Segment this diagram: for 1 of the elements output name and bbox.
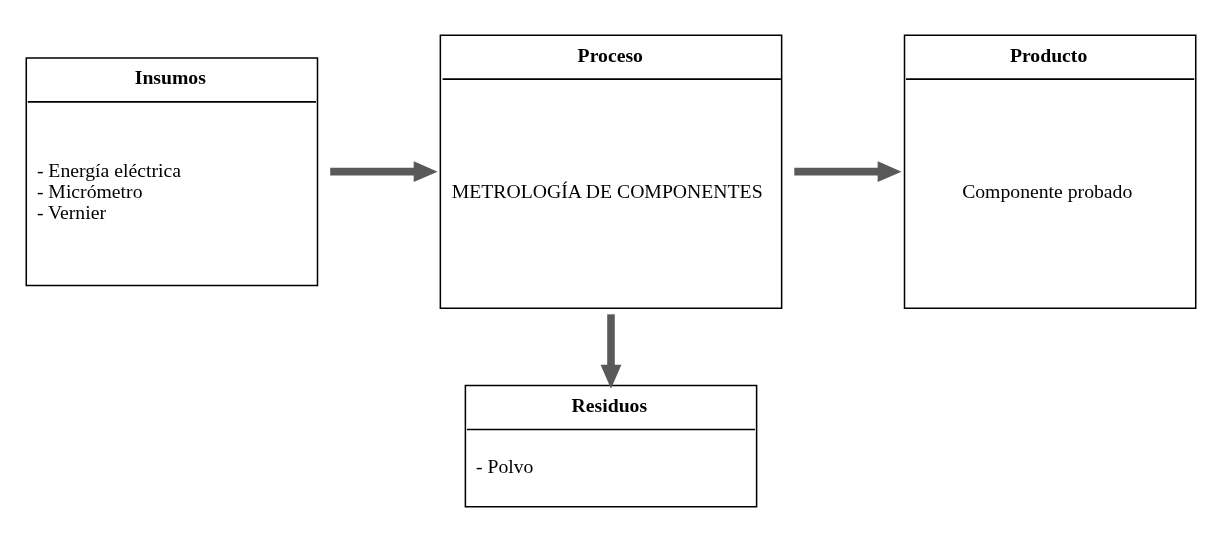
arrow [600,313,622,389]
